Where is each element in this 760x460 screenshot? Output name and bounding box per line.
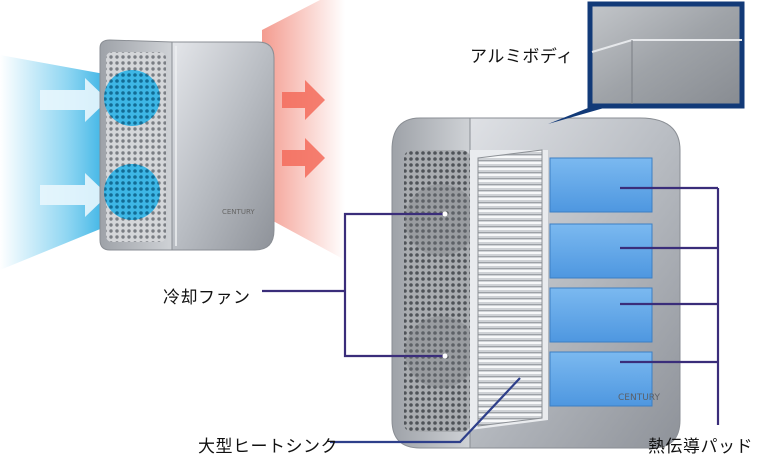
intake-airflow xyxy=(0,55,110,270)
heat-sink xyxy=(477,149,543,427)
thermal-pad-leader-lines xyxy=(620,186,720,425)
heat-sink-leader-line xyxy=(330,377,521,444)
label-aluminum-body: アルミボディ xyxy=(470,47,574,67)
zoom-callout xyxy=(548,1,745,124)
label-cooling-fan: 冷却ファン xyxy=(163,288,251,308)
fan-leader-lines xyxy=(262,211,448,359)
small-brand-logo: CENTURY xyxy=(222,208,255,216)
large-brand-logo: CENTURY xyxy=(618,393,660,403)
label-thermal-pad: 熱伝導パッド xyxy=(648,437,753,457)
small-enclosure: CENTURY xyxy=(99,39,275,251)
exhaust-airflow xyxy=(262,0,345,260)
label-heat-sink: 大型ヒートシンク xyxy=(198,437,338,457)
